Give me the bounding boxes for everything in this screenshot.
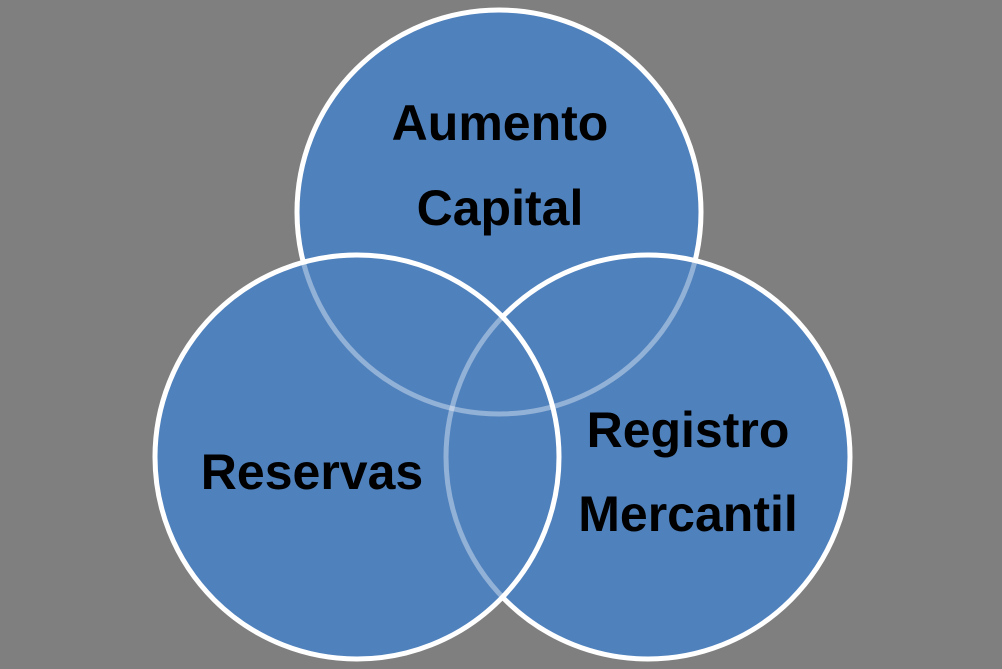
label-reservas-line-1: Reservas bbox=[200, 444, 424, 500]
venn-circle-bottom-right-covered-border-arc bbox=[443, 256, 558, 658]
label-aumento-capital-line-1: Aumento bbox=[391, 95, 609, 151]
label-aumento-capital: Aumento Capital bbox=[392, 81, 609, 251]
label-registro-mercantil-line-2: Mercantil bbox=[578, 486, 798, 542]
venn-circle-bottom-left bbox=[152, 252, 562, 662]
label-aumento-capital-line-2: Capital bbox=[416, 180, 584, 236]
venn-circle-top-covered-border-arc bbox=[294, 256, 704, 417]
label-reservas: Reservas bbox=[201, 430, 423, 515]
label-registro-mercantil-line-1: Registro bbox=[586, 402, 790, 458]
label-registro-mercantil: Registro Mercantil bbox=[578, 388, 798, 556]
